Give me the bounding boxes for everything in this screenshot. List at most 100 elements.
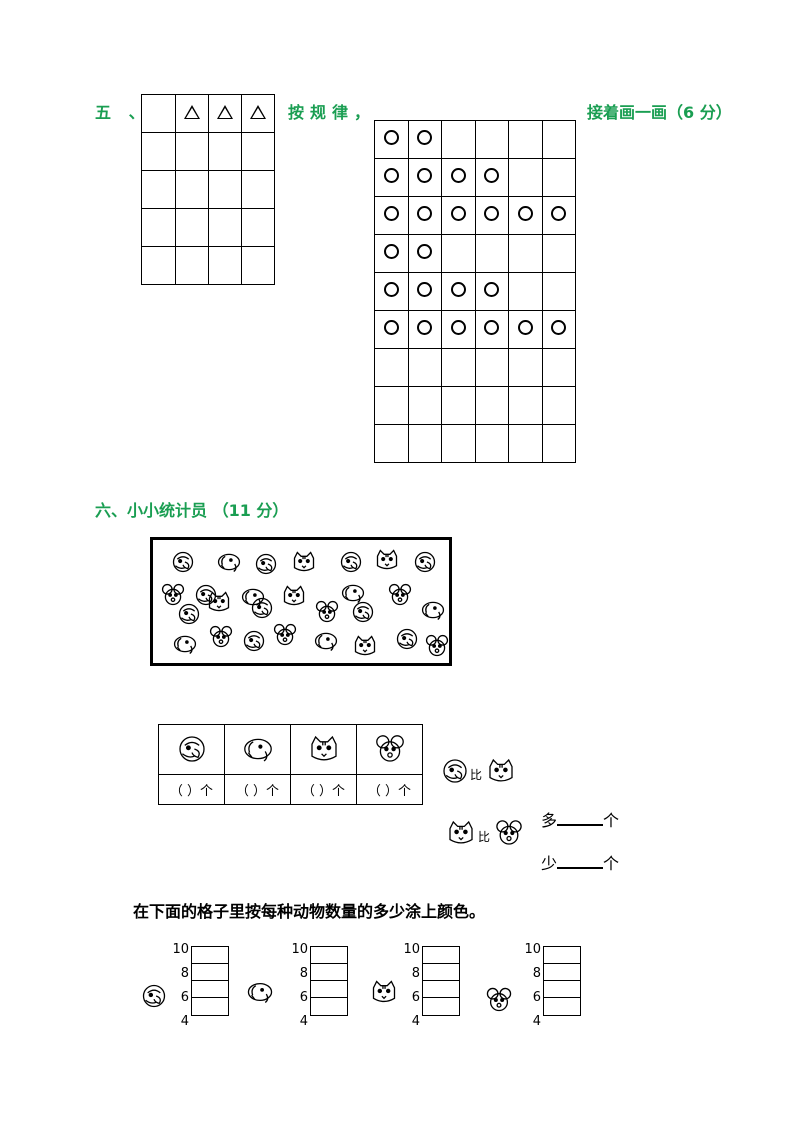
parrot-icon	[178, 735, 205, 762]
elephant-icon	[314, 632, 338, 652]
bar-cell[interactable]	[311, 998, 347, 1015]
count-answer-cell[interactable]: （ ）个	[158, 774, 225, 805]
count-answer-cell[interactable]: （ ）个	[290, 774, 357, 805]
drawing-cell[interactable]	[241, 208, 275, 247]
grid-cell[interactable]	[374, 348, 409, 387]
parrot-icon	[443, 759, 467, 783]
grid-cell	[508, 196, 543, 235]
grid-cell	[175, 94, 209, 133]
grid-cell[interactable]	[508, 272, 543, 311]
grid-cell[interactable]	[541, 272, 576, 311]
bar-column[interactable]	[422, 946, 460, 1016]
bar-cell[interactable]	[192, 998, 228, 1015]
grid-cell[interactable]	[474, 424, 509, 463]
drawing-cell[interactable]	[141, 132, 176, 171]
more-label: 多	[541, 811, 558, 830]
grid-cell[interactable]	[474, 348, 509, 387]
drawing-cell[interactable]	[208, 246, 242, 285]
drawing-cell[interactable]	[208, 170, 242, 209]
grid-cell[interactable]	[441, 386, 476, 425]
elephant-icon	[247, 982, 273, 1004]
grid-cell[interactable]	[508, 158, 543, 197]
bar-cell[interactable]	[192, 981, 228, 998]
grid-cell[interactable]	[441, 120, 476, 159]
grid-cell[interactable]	[541, 348, 576, 387]
bar-cell[interactable]	[423, 981, 459, 998]
drawing-cell[interactable]	[175, 170, 209, 209]
circle-icon	[551, 320, 567, 335]
bar-column[interactable]	[310, 946, 348, 1016]
drawing-cell[interactable]	[175, 246, 209, 285]
less-answer-blank[interactable]	[557, 855, 604, 869]
drawing-cell[interactable]	[141, 170, 176, 209]
grid-cell[interactable]	[407, 386, 442, 425]
grid-cell[interactable]	[508, 386, 543, 425]
bar-cell[interactable]	[544, 981, 580, 998]
grid-cell[interactable]	[541, 386, 576, 425]
bar-cell[interactable]	[544, 947, 580, 964]
grid-cell[interactable]	[474, 386, 509, 425]
mouse-icon	[273, 623, 297, 646]
parrot-icon	[340, 551, 362, 573]
bar-cell[interactable]	[544, 964, 580, 981]
drawing-cell[interactable]	[208, 208, 242, 247]
count-table: （ ）个（ ）个（ ）个（ ）个	[158, 724, 423, 805]
drawing-cell[interactable]	[241, 246, 275, 285]
elephant-icon	[243, 738, 272, 762]
grid-cell[interactable]	[541, 120, 576, 159]
bar-cell[interactable]	[423, 947, 459, 964]
circle-grid-row	[374, 272, 576, 311]
bar-column[interactable]	[543, 946, 581, 1016]
drawing-cell[interactable]	[141, 246, 176, 285]
grid-cell[interactable]	[508, 120, 543, 159]
drawing-cell[interactable]	[241, 170, 275, 209]
more-answer-blank[interactable]	[557, 812, 604, 826]
grid-cell	[407, 310, 442, 349]
grid-cell[interactable]	[508, 424, 543, 463]
grid-cell	[374, 310, 409, 349]
bar-cell[interactable]	[192, 947, 228, 964]
count-answer-cell[interactable]: （ ）个	[224, 774, 291, 805]
grid-cell[interactable]	[441, 234, 476, 273]
bar-tick-label: 4	[532, 1014, 541, 1029]
drawing-cell[interactable]	[208, 132, 242, 171]
circle-grid-row	[374, 348, 576, 387]
circle-icon	[417, 244, 433, 259]
bar-cell[interactable]	[423, 998, 459, 1015]
bar-cell[interactable]	[311, 947, 347, 964]
bar-cell[interactable]	[544, 998, 580, 1015]
grid-cell[interactable]	[474, 234, 509, 273]
grid-cell[interactable]	[508, 348, 543, 387]
bar-cell[interactable]	[423, 964, 459, 981]
grid-cell[interactable]	[508, 234, 543, 273]
grid-cell[interactable]	[441, 348, 476, 387]
parrot-icon	[178, 603, 200, 625]
grid-cell[interactable]	[541, 158, 576, 197]
bar-column[interactable]	[191, 946, 229, 1016]
grid-cell[interactable]	[407, 348, 442, 387]
bar-cell[interactable]	[192, 964, 228, 981]
drawing-cell[interactable]	[175, 132, 209, 171]
grid-cell[interactable]	[541, 424, 576, 463]
bar-cell[interactable]	[311, 981, 347, 998]
grid-cell[interactable]	[541, 234, 576, 273]
circle-icon	[383, 320, 399, 335]
drawing-cell[interactable]	[175, 208, 209, 247]
more-unit: 个	[603, 811, 620, 830]
parrot-icon	[243, 630, 265, 652]
mouse-icon	[388, 583, 412, 606]
grid-cell[interactable]	[374, 386, 409, 425]
mouse-icon	[486, 987, 512, 1012]
count-answer-cell[interactable]: （ ）个	[356, 774, 423, 805]
drawing-cell[interactable]	[141, 208, 176, 247]
grid-cell[interactable]	[407, 424, 442, 463]
bar-cell[interactable]	[311, 964, 347, 981]
drawing-cell[interactable]	[241, 132, 275, 171]
grid-cell[interactable]	[441, 424, 476, 463]
grid-cell[interactable]	[374, 424, 409, 463]
animal-scatter	[161, 549, 449, 657]
grid-cell[interactable]	[474, 120, 509, 159]
circle-icon	[551, 206, 567, 221]
circle-icon	[517, 206, 533, 221]
grid-cell	[141, 94, 176, 133]
